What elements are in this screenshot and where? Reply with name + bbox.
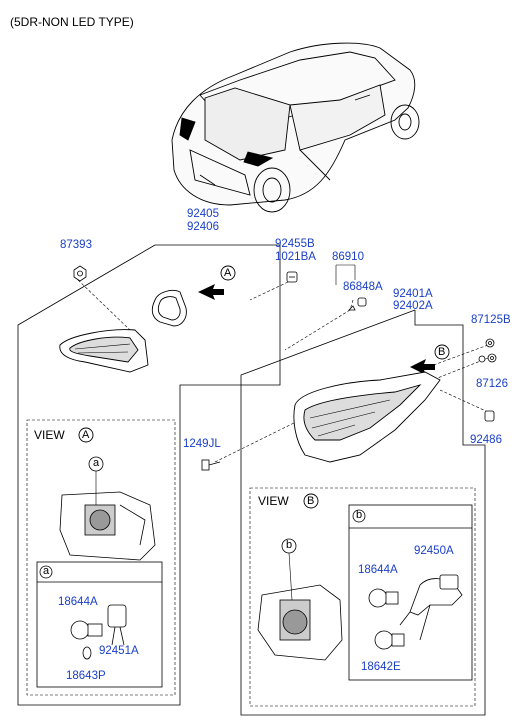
screw-1249JL bbox=[201, 459, 221, 471]
part-label-18644A-right: 18644A bbox=[358, 564, 398, 576]
arrow-a-letter: A bbox=[224, 267, 232, 279]
detail-b-marker: b bbox=[286, 539, 293, 551]
part-label-87125B: 87125B bbox=[471, 314, 511, 326]
part-label-92406: 92406 bbox=[187, 221, 219, 233]
part-label-87126: 87126 bbox=[476, 378, 508, 390]
part-label-87393: 87393 bbox=[60, 239, 92, 251]
bracket-lines bbox=[335, 264, 356, 285]
right-assembly-frame bbox=[240, 309, 486, 716]
part-label-92401A: 92401A bbox=[393, 288, 433, 300]
car-illustration bbox=[171, 42, 420, 213]
bulbs-left bbox=[70, 604, 127, 660]
nut-87393 bbox=[73, 265, 87, 282]
view-b-title: VIEW bbox=[258, 494, 289, 508]
socket-92455B bbox=[286, 271, 298, 283]
part-label-92405: 92405 bbox=[187, 208, 219, 220]
detail-a-marker: a bbox=[93, 457, 100, 469]
part-label-86848A: 86848A bbox=[343, 281, 383, 293]
gasket bbox=[151, 289, 187, 327]
bulbs-right bbox=[368, 574, 463, 650]
view-a-letter: A bbox=[82, 429, 90, 441]
view-b-letter: B bbox=[307, 495, 315, 507]
view-a-title: VIEW bbox=[34, 428, 65, 442]
detail-box-a bbox=[36, 561, 163, 688]
part-label-92451A: 92451A bbox=[99, 645, 139, 657]
box-b-marker: b bbox=[356, 509, 363, 521]
view-a-housing bbox=[59, 456, 156, 561]
part-label-18643P: 18643P bbox=[66, 670, 106, 682]
part-label-18644A-left: 18644A bbox=[58, 596, 98, 608]
part-label-92402A: 92402A bbox=[393, 300, 433, 312]
detail-box-b bbox=[348, 504, 473, 681]
fasteners-right bbox=[478, 338, 497, 422]
inner-tail-lamp bbox=[59, 329, 149, 373]
part-label-1021BA: 1021BA bbox=[275, 251, 316, 263]
part-label-18642E: 18642E bbox=[361, 661, 401, 673]
view-b-badge bbox=[303, 493, 319, 509]
arrow-b-letter: B bbox=[438, 346, 446, 358]
part-label-86910: 86910 bbox=[332, 251, 364, 263]
part-label-92486: 92486 bbox=[470, 434, 502, 446]
box-a-marker: a bbox=[43, 565, 50, 577]
left-assembly-frame bbox=[17, 244, 281, 706]
view-b-arrow bbox=[410, 344, 450, 375]
view-a-badge bbox=[78, 427, 94, 443]
part-label-1249JL: 1249JL bbox=[183, 438, 221, 450]
clip-86848A bbox=[348, 297, 367, 311]
diagram-title: (5DR-NON LED TYPE) bbox=[10, 15, 134, 29]
part-label-92455B: 92455B bbox=[275, 238, 315, 250]
view-a-arrow bbox=[198, 265, 236, 300]
part-label-92450A: 92450A bbox=[414, 545, 454, 557]
view-b-housing bbox=[257, 538, 343, 661]
outer-tail-lamp bbox=[293, 371, 441, 463]
